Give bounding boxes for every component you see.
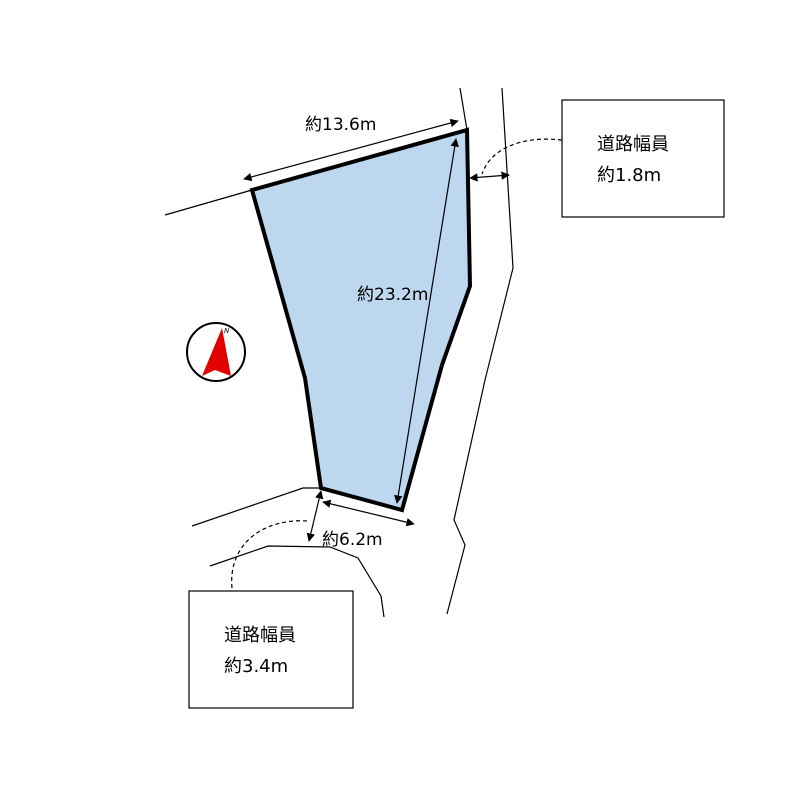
south-road-title: 道路幅員	[224, 625, 296, 646]
south-road-edge-line	[209, 545, 385, 618]
east-road-callout-box	[561, 99, 725, 218]
south-road-leader	[231, 520, 309, 589]
south-road-callout-box	[188, 590, 354, 709]
south-boundary-line	[191, 487, 322, 527]
east-road-title: 道路幅員	[597, 134, 669, 155]
boundary-lines	[164, 87, 514, 618]
east-road-leader	[481, 138, 563, 175]
top-width-label: 約13.6m	[305, 115, 376, 135]
top-width-arrow	[243, 118, 459, 182]
north-boundary-line	[164, 189, 253, 216]
east-road-width-arrow	[469, 171, 510, 182]
north-arrow-icon: N	[186, 322, 246, 382]
dimension-arrows	[243, 118, 510, 542]
east-road-callout: 道路幅員 約1.8m	[561, 99, 725, 218]
length-arrow	[394, 138, 459, 504]
east-road-edge-line	[446, 87, 514, 615]
bottom-width-arrow	[322, 499, 415, 527]
length-label: 約23.2m	[357, 285, 428, 305]
lot-shape	[249, 127, 473, 513]
east-road-width: 約1.8m	[597, 165, 661, 186]
north-letter: N	[224, 327, 230, 335]
north-arrow-needle	[202, 328, 231, 376]
east-top-boundary-line	[459, 87, 468, 131]
south-road-width: 約3.4m	[224, 656, 288, 677]
south-road-callout: 道路幅員 約3.4m	[188, 590, 354, 709]
bottom-width-label: 約6.2m	[322, 530, 383, 550]
leader-lines	[231, 138, 563, 589]
south-road-width-arrow	[306, 490, 324, 542]
